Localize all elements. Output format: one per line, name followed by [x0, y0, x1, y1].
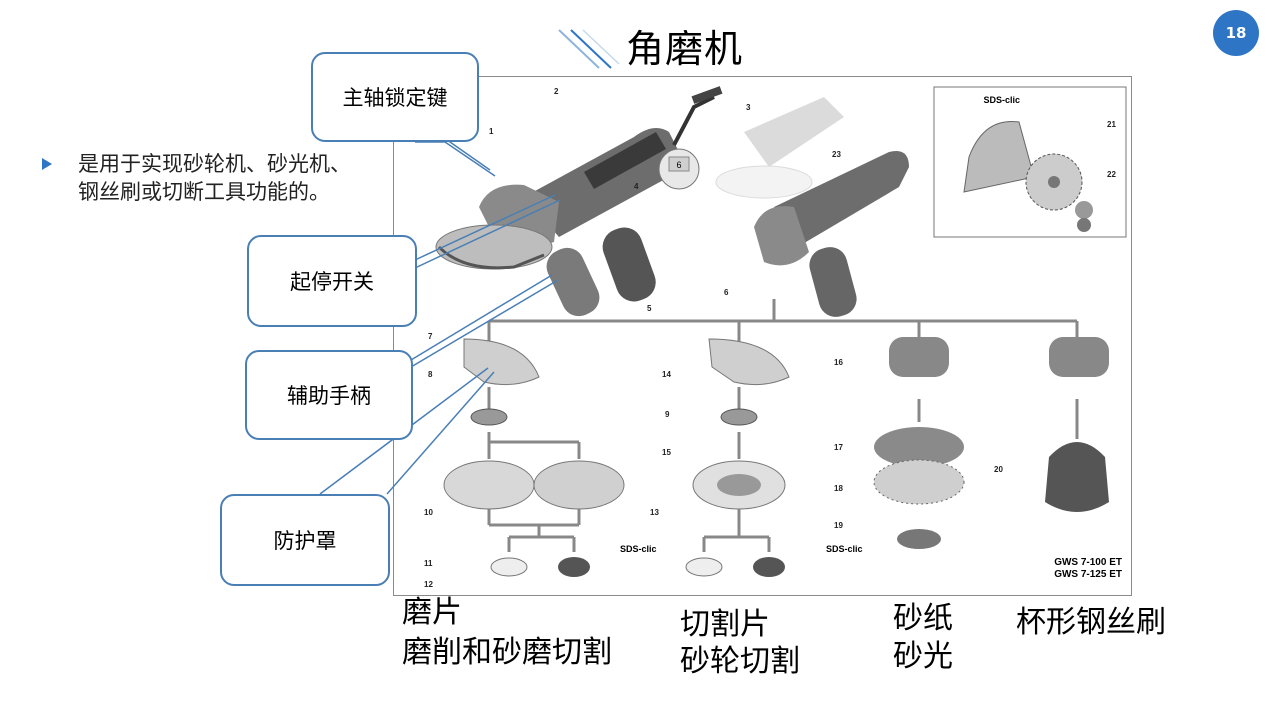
- model-line-2: GWS 7-125 ET: [1054, 569, 1122, 580]
- part-number-label: 21: [1107, 120, 1116, 129]
- svg-text:SDS-clic: SDS-clic: [983, 95, 1020, 105]
- callout-switch: 起停开关: [247, 235, 417, 327]
- grinder-ghost-illustration: [715, 97, 844, 199]
- caption-grinding-use: 磨削和砂磨切割: [402, 635, 612, 670]
- caption-sandpaper: 砂纸: [893, 601, 953, 636]
- slide-title: 角磨机: [626, 27, 744, 71]
- callout-guard: 防护罩: [220, 494, 390, 586]
- part-number-label: 23: [832, 150, 841, 159]
- part-number-label: 20: [994, 465, 1003, 474]
- angle-grinder-illustration: [435, 86, 723, 270]
- part-number-label: 2: [554, 87, 559, 96]
- auxiliary-handles-illustration: [546, 227, 656, 317]
- grinder-front-view-illustration: [754, 151, 909, 317]
- part-number-label: 10: [424, 508, 433, 517]
- svg-text:SDS-clic: SDS-clic: [620, 544, 657, 554]
- part-number-label: 12: [424, 580, 433, 589]
- caption-cutting-disc: 切割片: [680, 607, 770, 642]
- part-number-label: 22: [1107, 170, 1116, 179]
- part-number-label: 5: [647, 304, 652, 313]
- part-number-label: 14: [662, 370, 671, 379]
- speed-dial-illustration: 6: [658, 148, 700, 190]
- page-number-badge: 18: [1213, 10, 1259, 56]
- part-number-label: 3: [746, 103, 751, 112]
- callout-aux-handle: 辅助手柄: [245, 350, 413, 440]
- bullet-text: 是用于实现砂轮机、砂光机、钢丝刷或切断工具功能的。: [78, 152, 351, 204]
- svg-text:SDS-clic: SDS-clic: [826, 544, 863, 554]
- part-number-label: 16: [834, 358, 843, 367]
- bullet-triangle-icon: [42, 158, 52, 170]
- caption-grinding-disc: 磨片: [402, 595, 462, 630]
- part-number-label: 18: [834, 484, 843, 493]
- part-number-label: 9: [665, 410, 670, 419]
- model-line-1: GWS 7-100 ET: [1054, 557, 1122, 568]
- part-number-label: 7: [428, 332, 433, 341]
- part-number-label: 15: [662, 448, 671, 457]
- part-number-label: 1: [489, 127, 494, 136]
- part-number-label: 8: [428, 370, 433, 379]
- part-number-label: 13: [650, 508, 659, 517]
- part-number-label: 19: [834, 521, 843, 530]
- caption-cutting-use: 砂轮切割: [680, 644, 800, 679]
- part-number-label: 6: [724, 288, 729, 297]
- title-decoration: [558, 29, 620, 69]
- svg-text:6: 6: [676, 160, 681, 170]
- callout-spindle-lock: 主轴锁定键: [311, 52, 479, 142]
- part-number-label: 4: [634, 182, 639, 191]
- part-number-label: 17: [834, 443, 843, 452]
- caption-sanding: 砂光: [893, 639, 953, 674]
- cutting-guard-inset: [933, 86, 1127, 238]
- caption-cup-brush: 杯形钢丝刷: [1016, 605, 1166, 640]
- part-number-label: 11: [424, 559, 433, 568]
